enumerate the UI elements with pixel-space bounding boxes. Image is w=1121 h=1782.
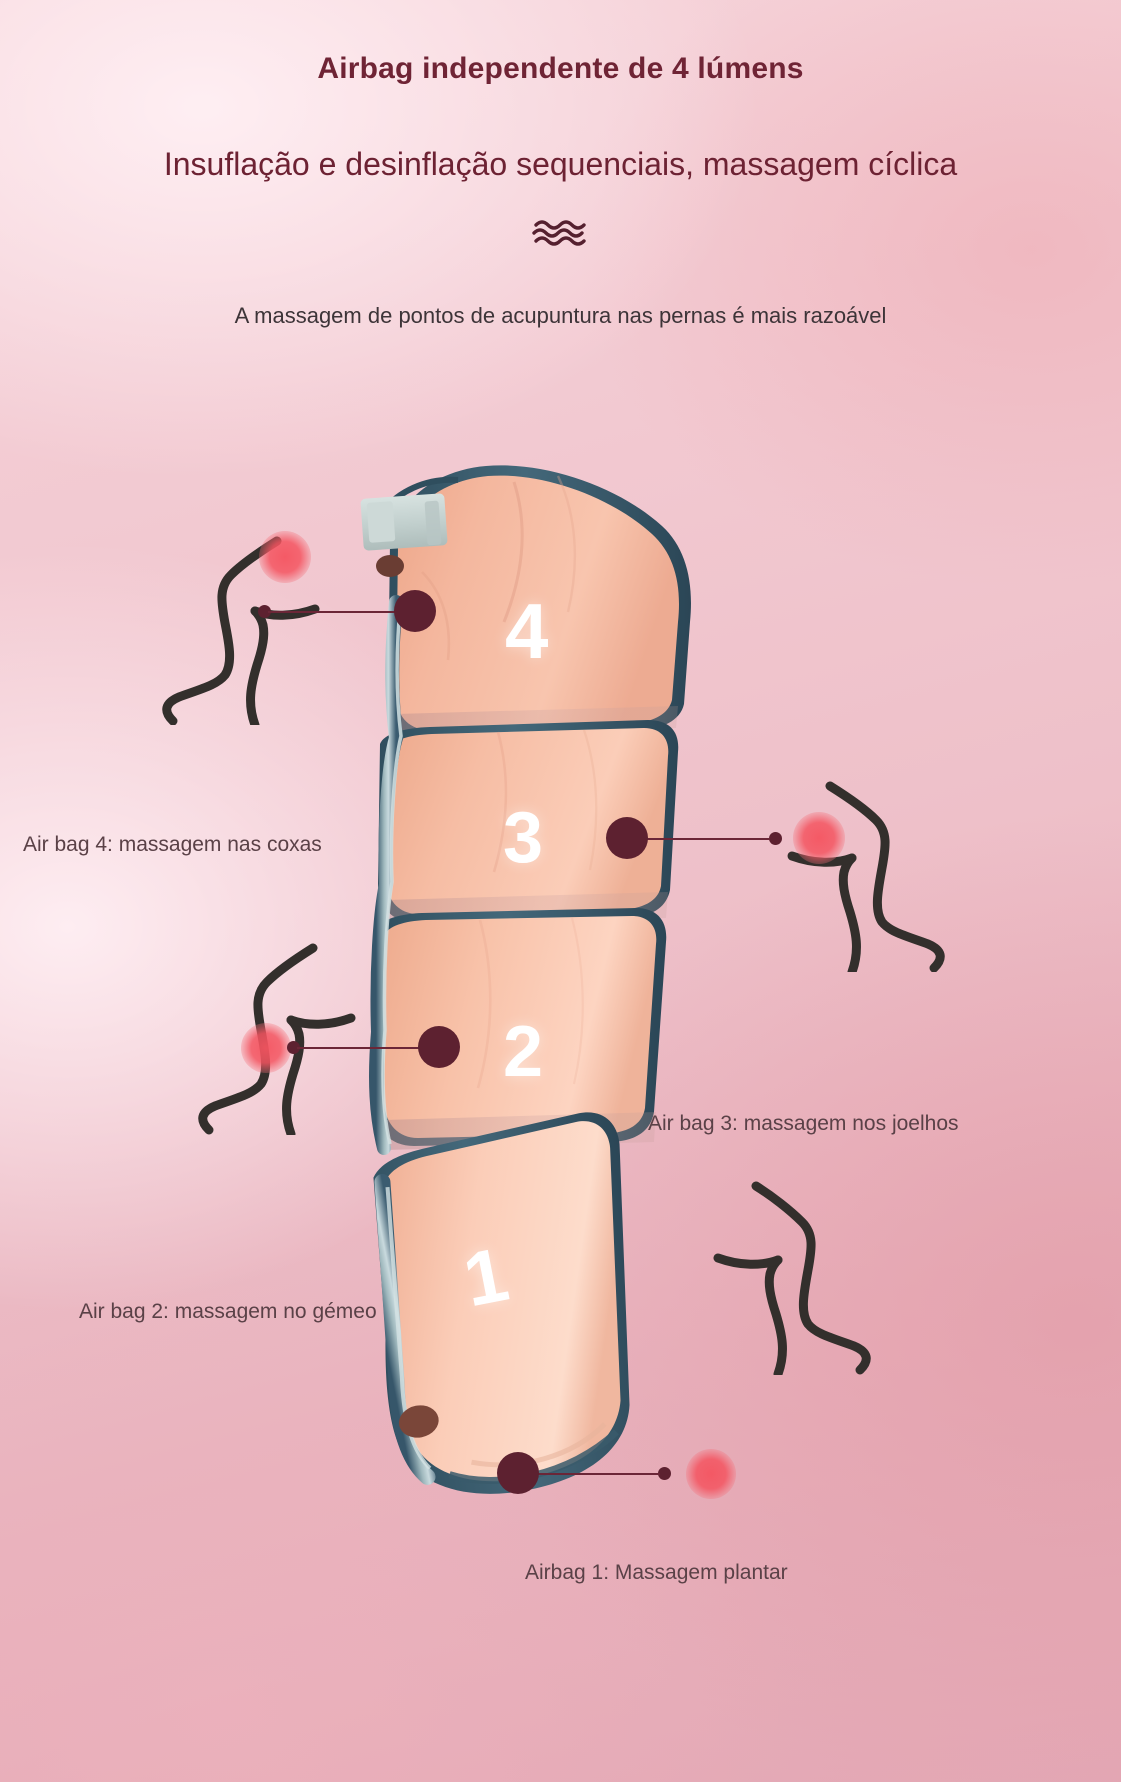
chamber-number-2: 2 — [503, 1012, 544, 1092]
leg-sketch-airbag-2 — [183, 930, 398, 1135]
caption-airbag-3: Air bag 3: massagem nos joelhos — [648, 1112, 959, 1135]
caption-airbag-4: Air bag 4: massagem nas coxas — [23, 833, 322, 856]
chamber-number-3: 3 — [503, 798, 544, 878]
callout-line-airbag-1 — [538, 1473, 660, 1475]
callout-marker-airbag-3 — [606, 817, 648, 859]
acupoint-glow-airbag-3 — [793, 812, 845, 864]
page-tagline: A massagem de pontos de acupuntura nas p… — [234, 303, 887, 328]
leg-sketch-airbag-4 — [143, 525, 358, 725]
callout-marker-airbag-4 — [394, 590, 436, 632]
callout-anchor-dot-airbag-4 — [258, 605, 271, 618]
callout-marker-airbag-1 — [497, 1452, 539, 1494]
acupoint-glow-airbag-4 — [259, 531, 311, 583]
leg-sketch-airbag-1 — [664, 1160, 889, 1375]
acupoint-glow-airbag-2 — [241, 1023, 291, 1073]
callout-line-airbag-3 — [646, 838, 770, 840]
wave-divider — [0, 216, 1121, 255]
page-subtitle: Insuflação e desinflação sequenciais, ma… — [163, 146, 958, 182]
callout-anchor-dot-airbag-1 — [658, 1467, 671, 1480]
acupoint-glow-airbag-1 — [686, 1449, 736, 1499]
callout-marker-airbag-2 — [418, 1026, 460, 1068]
wavy-lines-icon — [530, 216, 592, 255]
chamber-number-4: 4 — [505, 587, 549, 675]
caption-airbag-2: Air bag 2: massagem no gémeo — [79, 1300, 377, 1323]
caption-airbag-1: Airbag 1: Massagem plantar — [525, 1561, 788, 1584]
callout-line-airbag-4 — [268, 611, 406, 613]
callout-line-airbag-2 — [297, 1047, 423, 1049]
page-title: Airbag independente de 4 lúmens — [317, 52, 804, 85]
callout-anchor-dot-airbag-3 — [769, 832, 782, 845]
callout-anchor-dot-airbag-2 — [287, 1041, 300, 1054]
leg-massager-device-image — [318, 452, 738, 1527]
leg-sketch-airbag-3 — [748, 762, 963, 972]
